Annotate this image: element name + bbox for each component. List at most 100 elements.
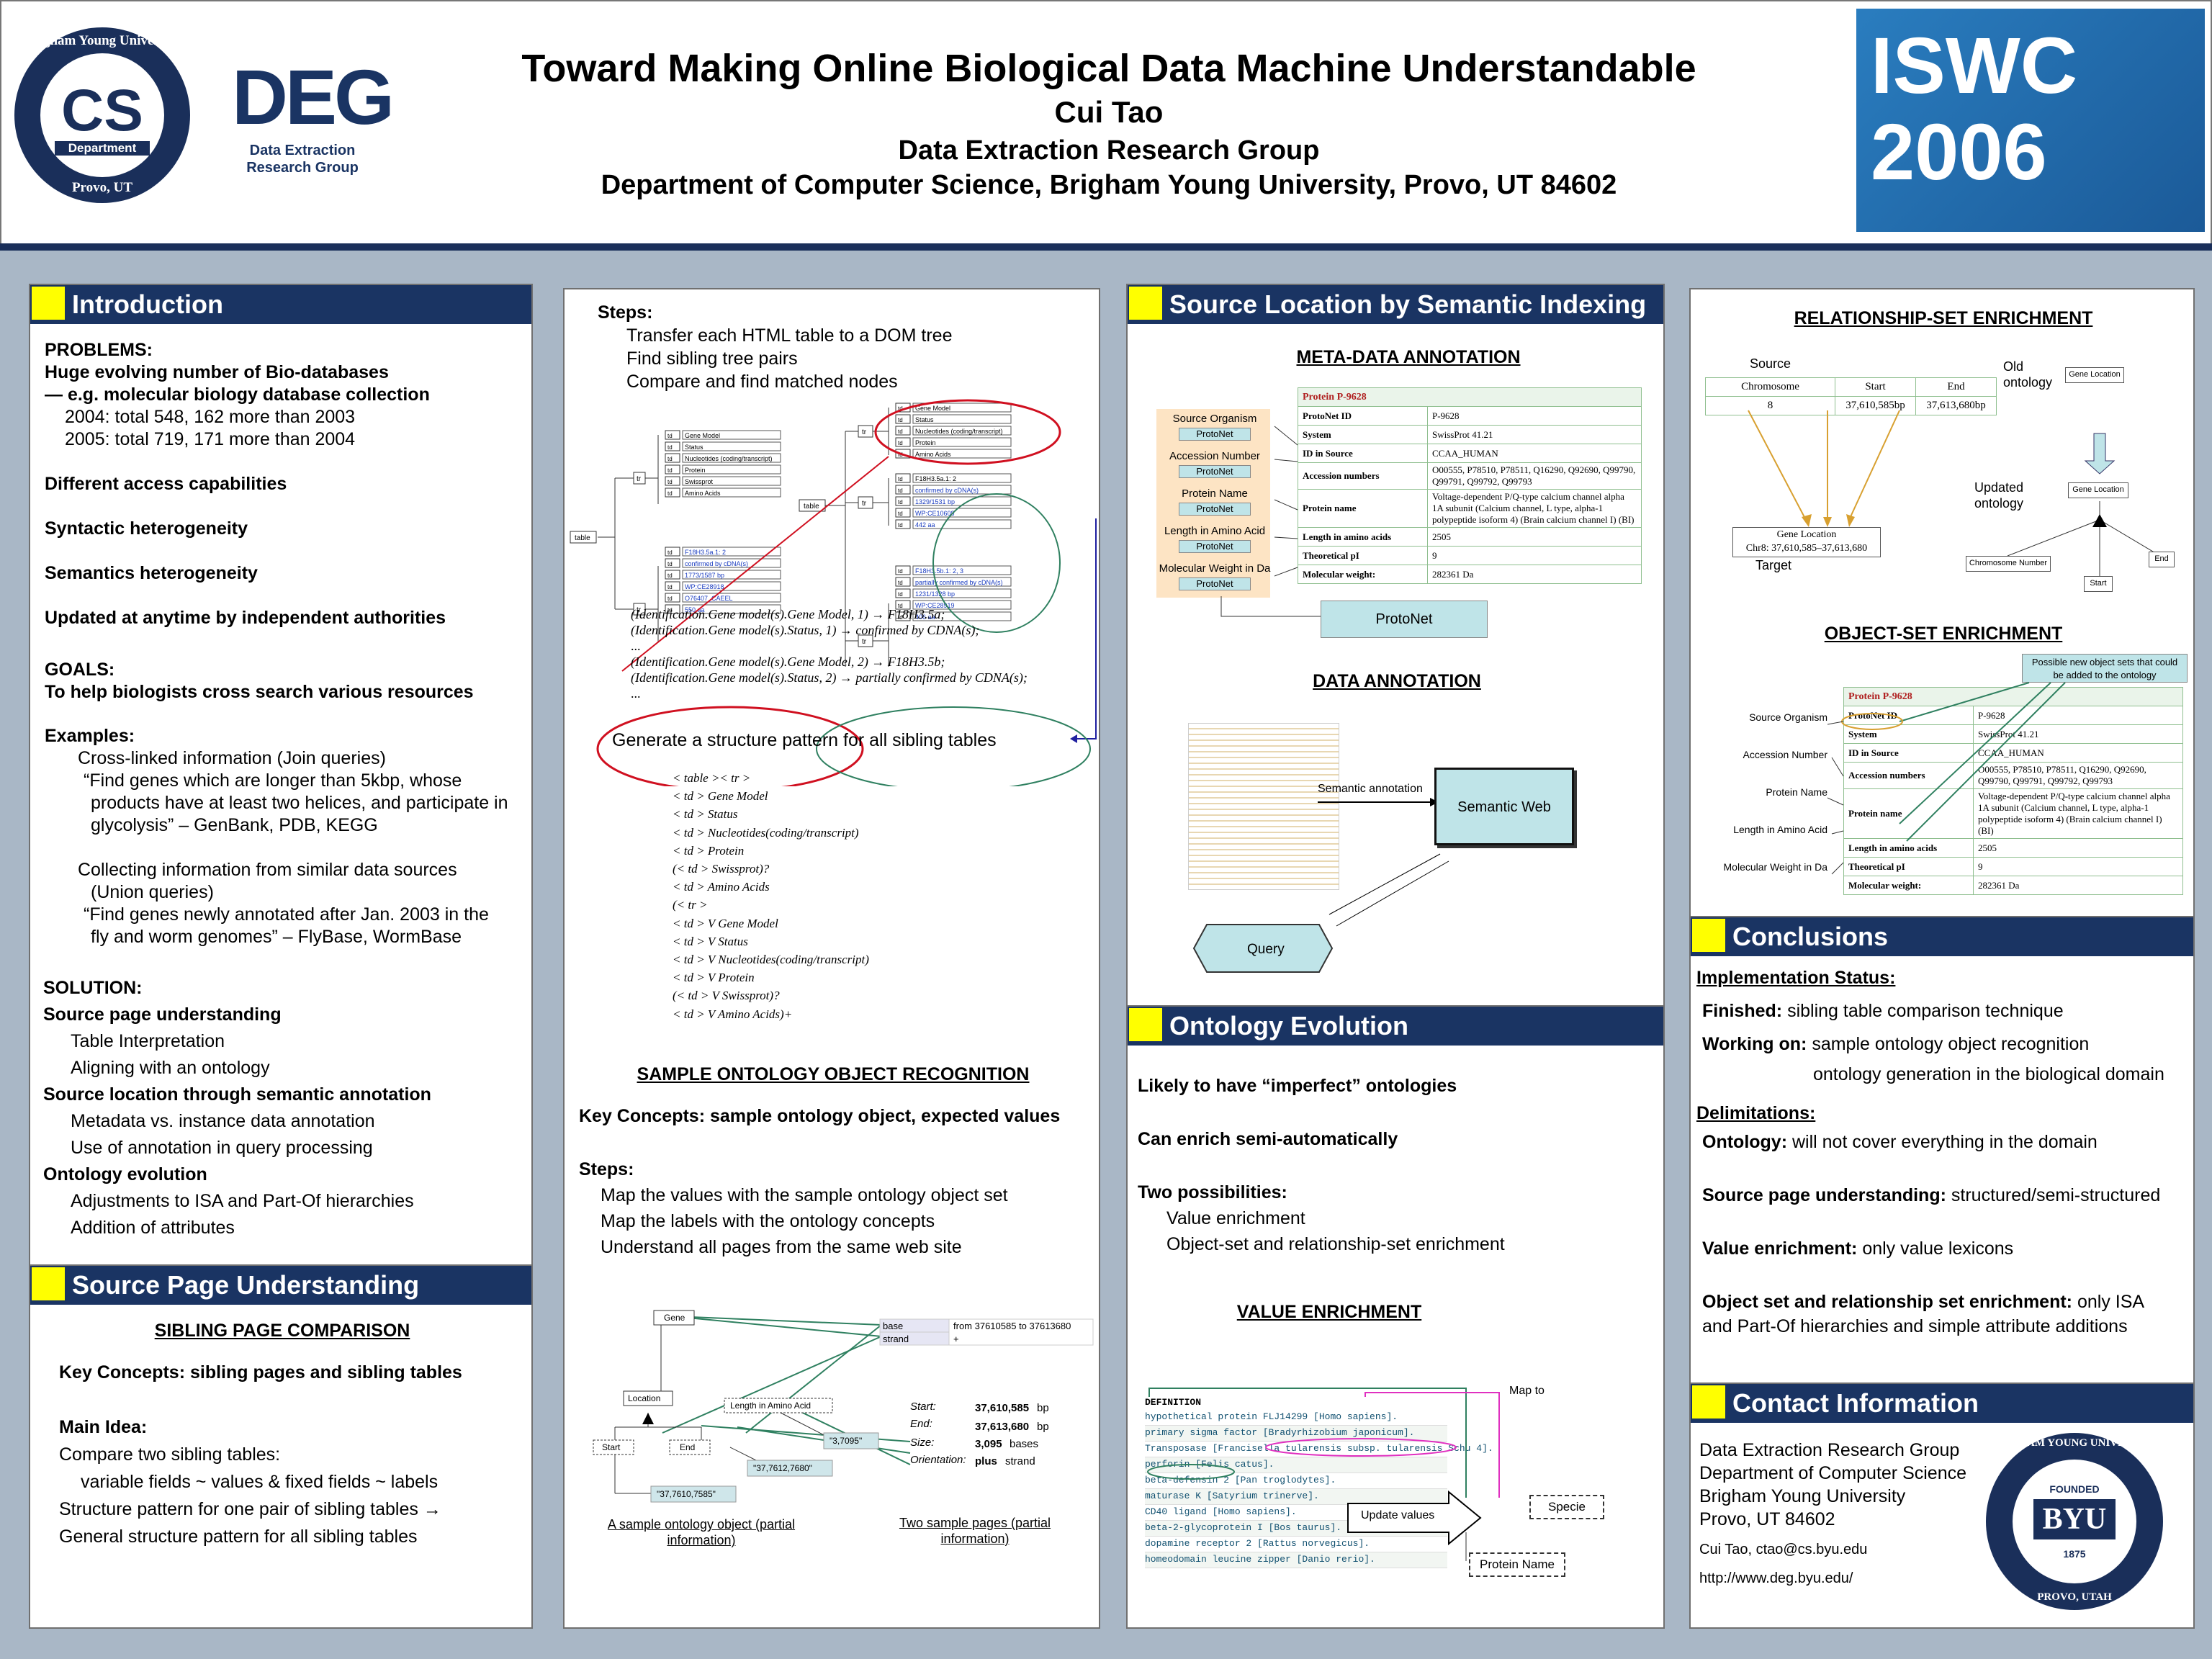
definition-row: Transposase [Francisella tularensis subs… xyxy=(1145,1442,1493,1457)
website-link[interactable]: http://www.deg.byu.edu/ xyxy=(1699,1570,1853,1586)
panel-introduction: Introduction PROBLEMS: Huge evolving num… xyxy=(29,284,533,1266)
tree-leaf-box xyxy=(682,487,781,498)
blue-bracket-arrow xyxy=(1077,518,1097,739)
pattern-line: (< td > Swissprot)? xyxy=(673,862,770,876)
tree-td-node xyxy=(895,577,911,587)
tree-leaf-text: 1231/1328 bp xyxy=(915,590,955,598)
tree-table-right: table xyxy=(804,503,819,511)
tree-leaf-box xyxy=(912,600,1012,610)
pattern-line: < table >< tr > xyxy=(673,771,751,785)
definition-row: maturase K [Satyrium trinerve]. xyxy=(1145,1489,1447,1505)
value-enrichment-arrows xyxy=(1147,1388,1500,1561)
definition-row: homeodomain leucine zipper [Danio rerio]… xyxy=(1145,1552,1447,1568)
table-row: Molecular weight:282361 Da xyxy=(1843,876,2183,895)
tree-td-node xyxy=(895,565,911,575)
chromosome-number-box: Chromosome Number xyxy=(1966,556,2051,572)
yellow-square-icon xyxy=(32,287,65,320)
tree-td-node xyxy=(665,547,680,557)
tree-leaf-box xyxy=(912,588,1012,598)
header-rule xyxy=(0,243,2212,251)
table-row: Molecular weight:282361 Da xyxy=(1298,565,1642,584)
end-box: End xyxy=(2149,552,2175,567)
tree-td-node xyxy=(665,581,680,591)
red-formula-ellipse xyxy=(596,706,864,786)
tree-leaf-box xyxy=(912,449,1012,459)
semantic-web-box: Semantic Web xyxy=(1434,768,1574,845)
tree-td-label: td xyxy=(898,580,903,586)
structure-pattern: < table >< tr >< td > Gene Model< td > S… xyxy=(673,769,1033,1023)
tree-leaf-box xyxy=(682,464,781,475)
query-hexagon: Query xyxy=(1192,924,1334,973)
panel-steps: Steps: Transfer each HTML table to a DOM… xyxy=(563,288,1100,1629)
tree-td-node xyxy=(665,464,680,475)
kv-size-value: 3,095 xyxy=(975,1438,1002,1450)
tree-leaf-text: Protein xyxy=(915,439,936,446)
tree-leaf-text: WP:CE28919 xyxy=(915,602,955,609)
tree-leaf-text: Status xyxy=(915,416,934,423)
tree-leaf-text: Amino Acids xyxy=(915,451,951,458)
possible-new-object-sets-note: Possible new object sets that could be a… xyxy=(2022,654,2188,683)
protonet-tag: ProtoNet xyxy=(1179,428,1251,441)
tree-leaf-box xyxy=(682,593,781,603)
ont-v2: "37,7612,7680" xyxy=(753,1463,812,1473)
tree-leaf-box xyxy=(682,558,781,568)
tree-td-label: td xyxy=(898,522,903,529)
tree-td-node xyxy=(895,426,911,436)
author: Cui Tao xyxy=(1054,95,1164,129)
tree-leaf-text: 442 aa xyxy=(915,521,935,529)
tree-leaf-text: confirmed by cDNA(s) xyxy=(685,560,748,567)
tree-leaf-text: 550 aa xyxy=(685,606,705,613)
definition-header: DEFINITION xyxy=(1145,1397,1202,1408)
tree-leaf-box xyxy=(912,577,1012,587)
panel-source-location: Source Location by Semantic Indexing MET… xyxy=(1126,284,1665,1007)
tree-td-node xyxy=(665,570,680,580)
definition-row: primary sigma factor [Bradyrhizobium jap… xyxy=(1145,1426,1447,1442)
panel-contact: Contact Information Data Extraction Rese… xyxy=(1689,1382,2195,1629)
tree-td-label: td xyxy=(898,440,903,446)
tree-td-label: td xyxy=(898,417,903,423)
page-base-value: from 37610585 to 37613680 xyxy=(953,1321,1071,1331)
kv-end-unit: bp xyxy=(1037,1421,1049,1433)
tree-td-label: td xyxy=(898,568,903,575)
data-annotation-thumbnail xyxy=(1188,723,1339,890)
tree-leaf-text: WP:CE10608 xyxy=(915,510,955,517)
tree-td-node xyxy=(895,496,911,506)
tree-leaf-box xyxy=(912,508,1012,518)
deg-caption-1: Data Extraction xyxy=(249,143,356,158)
object-set-label: Accession Number xyxy=(1743,749,1828,760)
tree-td-label: td xyxy=(667,595,673,602)
red-highlight-ellipse xyxy=(874,399,1061,465)
tree-leaf-box xyxy=(682,441,781,451)
start-box: Start xyxy=(2084,576,2113,592)
green-highlight-ellipse xyxy=(932,493,1061,633)
pattern-line: < td > V Status xyxy=(673,934,748,948)
tree-td-label: td xyxy=(898,511,903,517)
tree-leaf-box xyxy=(682,547,781,557)
tree-leaf-box xyxy=(682,476,781,486)
tree-td-label: td xyxy=(667,444,673,451)
old-gene-location-box: Gene Location xyxy=(2065,367,2124,383)
definition-row: perforin [Felis catus]. xyxy=(1145,1457,1447,1473)
tree-td-label: td xyxy=(667,549,673,556)
tree-td-node xyxy=(665,430,680,440)
tree-td-label: td xyxy=(898,476,903,482)
tree-leaf-text: Nucleotides (coding/transcript) xyxy=(915,428,1003,435)
tree-td-node xyxy=(665,476,680,486)
tree-td-label: td xyxy=(898,499,903,505)
panel-conclusions: Conclusions Implementation Status: Finis… xyxy=(1689,916,2195,1385)
ont-v1: "3,7095" xyxy=(830,1436,862,1446)
yellow-square-icon xyxy=(1129,1008,1162,1041)
protein-name-box: Protein Name xyxy=(1469,1552,1565,1577)
department: Department of Computer Science, Brigham … xyxy=(601,170,1617,200)
tree-leaf-box xyxy=(682,570,781,580)
